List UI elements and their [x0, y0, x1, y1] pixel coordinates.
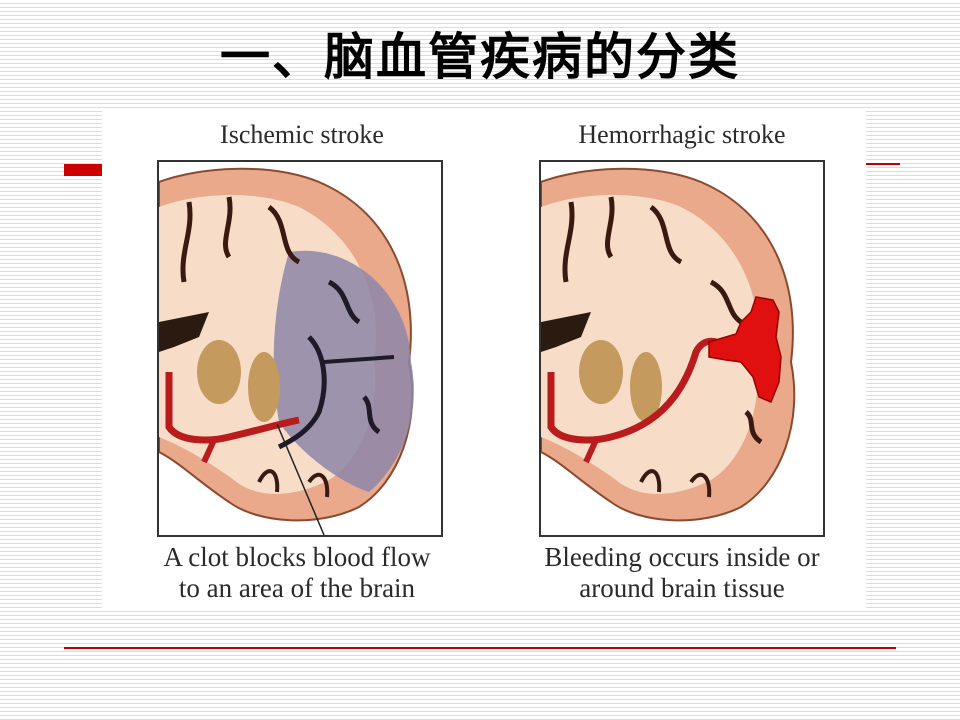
accent-line-top [866, 163, 900, 165]
hemorrhagic-title: Hemorrhagic stroke [578, 120, 786, 149]
hemorrhagic-brain-illustration [539, 160, 825, 537]
stroke-figure: Ischemic stroke [102, 108, 866, 608]
ischemic-caption-line1: A clot blocks blood flow [163, 542, 431, 572]
slide-title: 一、脑血管疾病的分类 [220, 28, 740, 86]
accent-line-bottom [64, 647, 896, 649]
hemorrhagic-caption-line2: around brain tissue [579, 573, 785, 603]
ischemic-caption-line2: to an area of the brain [178, 573, 416, 603]
accent-bar [64, 164, 102, 176]
hemorrhagic-caption-line1: Bleeding occurs inside or [544, 542, 820, 572]
ischemic-brain-illustration [157, 160, 443, 537]
ischemic-title: Ischemic stroke [220, 120, 384, 149]
